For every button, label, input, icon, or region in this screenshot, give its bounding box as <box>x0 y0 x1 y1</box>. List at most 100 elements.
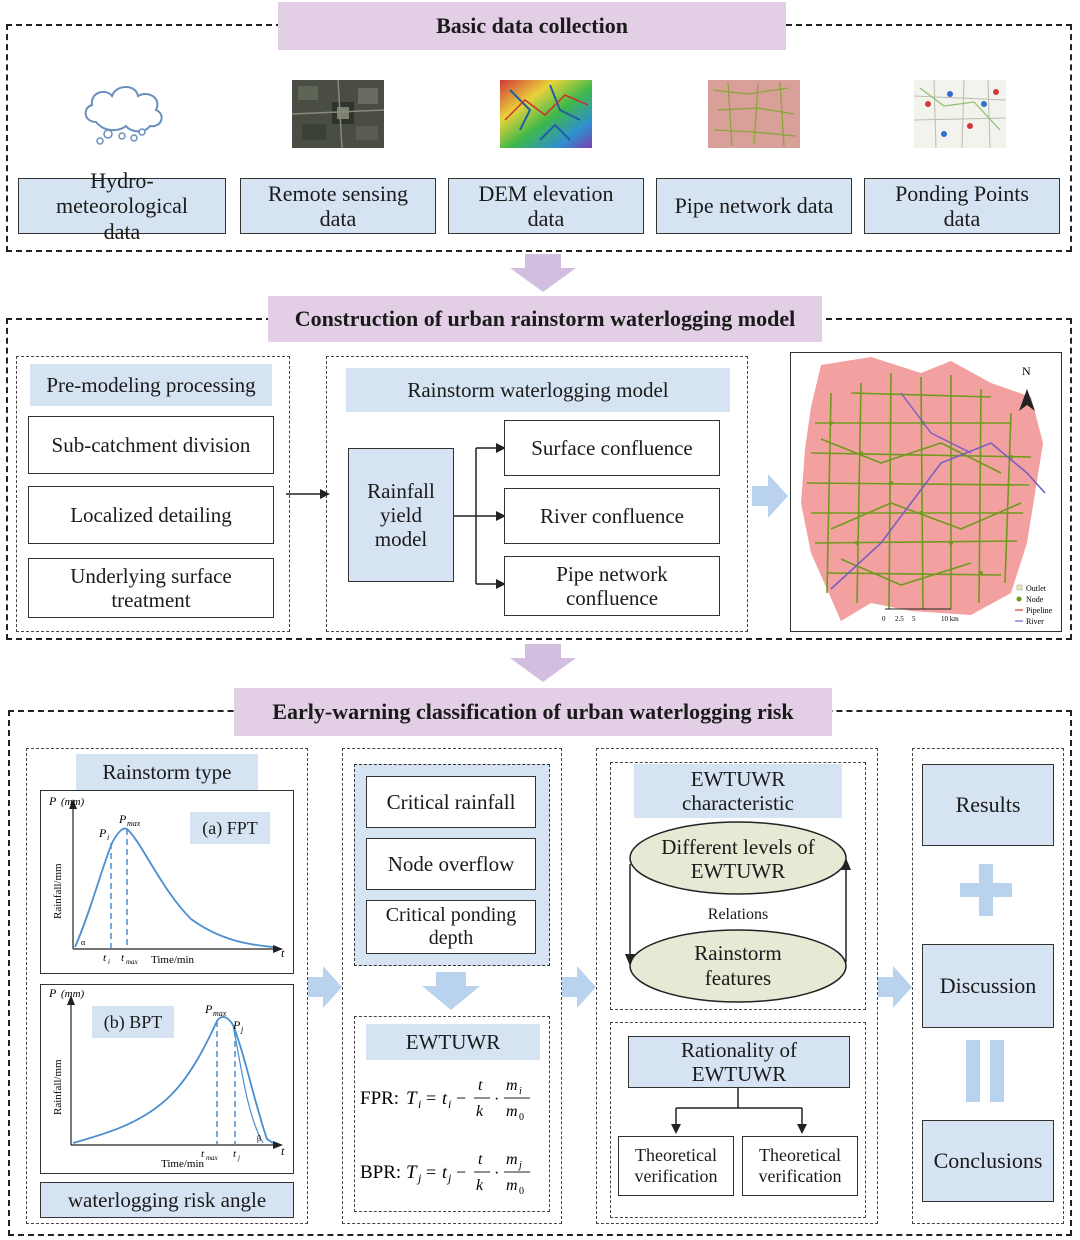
bpt-tj: t <box>233 1148 237 1160</box>
rainfall-yield-model: Rainfall yield model <box>348 448 454 582</box>
bpr-minus: − <box>456 1162 466 1182</box>
characteristic-cylinder <box>625 821 851 1003</box>
bpt-label: (b) BPT <box>92 1006 174 1038</box>
bpt-tmax: t <box>201 1148 205 1160</box>
characteristic-title: EWTUWR characteristic <box>634 764 842 818</box>
bpr-T-sub: j <box>416 1171 422 1185</box>
node-overflow: Node overflow <box>366 838 536 890</box>
rationality-title: Rationality of EWTUWR <box>628 1036 850 1088</box>
model-connectors <box>454 443 506 589</box>
rainstorm-type-group <box>26 748 308 1224</box>
bpr-num-m-sub: j <box>517 1160 522 1171</box>
north-label: N <box>1022 364 1031 378</box>
step-sub-catchment: Sub-catchment division <box>28 416 274 474</box>
pipe-network-confluence: Pipe network confluence <box>504 556 720 616</box>
bpt-t: t <box>281 1144 285 1158</box>
conclusions-box: Conclusions <box>922 1120 1054 1202</box>
fpr-T-sub: i <box>418 1097 421 1111</box>
bpr-den-k: k <box>476 1177 484 1194</box>
characteristic-outer-group <box>596 748 878 1224</box>
step-localized-detailing: Localized detailing <box>28 486 274 544</box>
bpr-num-m: m <box>506 1151 518 1168</box>
legend-outlet: Outlet <box>1026 584 1047 593</box>
fpt-p-unit: (mm) <box>61 796 85 808</box>
ewtuwr-formulas: FPR: T i = t i − t k · m i m 0 BPR: T j … <box>360 1077 530 1197</box>
equals-icon <box>966 1040 1004 1102</box>
arrow-down-2 <box>510 644 576 682</box>
fpr-dot: · <box>494 1091 499 1108</box>
bpr-eq: = <box>426 1162 436 1182</box>
fpt-tmax-sub: max <box>126 958 139 966</box>
pre-modeling-title: Pre-modeling processing <box>30 364 272 406</box>
rainstorm-features: Rainstorm features <box>694 940 782 990</box>
characteristic-group <box>610 762 866 1010</box>
section-title-model-construction: Construction of urban rainstorm waterlog… <box>268 296 822 342</box>
theoretical-verification-right: Theoretical verification <box>742 1136 858 1196</box>
satellite-image-icon <box>292 80 384 148</box>
scale-tick-0: 0 <box>882 615 886 623</box>
fpr-num-t: t <box>478 1077 483 1094</box>
fpt-ylabel: Rainfall/mm <box>52 863 64 919</box>
fpr-num-m: m <box>506 1077 518 1094</box>
fpt-tmax: t <box>121 952 125 964</box>
fpr-T: T <box>406 1088 418 1109</box>
bpr-den-m: m <box>506 1177 518 1194</box>
different-levels-ewtuwr: Different levels of EWTUWR <box>661 834 815 883</box>
ewtuwr-title: EWTUWR <box>366 1024 540 1060</box>
bpt-xlabel: Time/min <box>161 1158 204 1170</box>
bpr-den-m-sub: 0 <box>519 1186 524 1197</box>
bpt-p-unit: (mm) <box>61 988 85 1000</box>
fpr-eq: = <box>426 1088 436 1108</box>
section-title-early-warning: Early-warning classification of urban wa… <box>234 688 832 736</box>
section-title-basic-data: Basic data collection <box>278 2 786 50</box>
arrow-right-pre-to-model <box>286 489 330 499</box>
arrow-right-model-to-map <box>752 474 788 518</box>
rationality-group <box>610 1022 866 1218</box>
scale-tick-1: 2.5 <box>895 615 904 623</box>
arrow-right-rainstorm <box>308 966 342 1008</box>
fpt-xlabel: Time/min <box>151 954 194 966</box>
river-confluence: River confluence <box>504 488 720 544</box>
bpt-peak: P <box>204 1002 213 1016</box>
data-item-dem-elevation: DEM elevation data <box>448 178 644 234</box>
scale-tick-3: 10 km <box>941 615 959 623</box>
waterlogging-risk-angle: waterlogging risk angle <box>40 1182 294 1218</box>
fpt-label: (a) FPT <box>190 812 270 844</box>
fpr-label: FPR: <box>360 1088 399 1109</box>
pipe-network-icon <box>708 80 800 148</box>
critical-ponding-depth: Critical ponding depth <box>366 900 536 954</box>
theoretical-verification-left: Theoretical verification <box>618 1136 734 1196</box>
rainstorm-model-group <box>326 356 748 632</box>
bpr-num-t: t <box>478 1151 483 1168</box>
fpt-t: t <box>281 946 285 960</box>
ewtuwr-formula-group <box>354 1016 550 1212</box>
rationality-connectors <box>671 1088 807 1134</box>
results-box: Results <box>922 764 1054 846</box>
bpr-label: BPR: <box>360 1162 401 1183</box>
fpr-minus: − <box>456 1088 466 1108</box>
arrow-right-critical <box>562 966 596 1008</box>
study-area-map: N Outlet Node Pipeline River 0 2.5 5 10 … <box>790 352 1062 632</box>
bpt-p-axis: P <box>48 986 57 1000</box>
critical-rainfall: Critical rainfall <box>366 776 536 828</box>
arrow-down-1 <box>510 254 576 292</box>
data-item-ponding-points: Ponding Points data <box>864 178 1060 234</box>
dem-elevation-icon <box>500 80 592 148</box>
legend-river: River <box>1026 617 1044 626</box>
fpr-den-m-sub: 0 <box>519 1112 524 1123</box>
ponding-points-icon <box>914 80 1006 148</box>
bpt-beta: β <box>257 1134 261 1143</box>
arrow-down-critical <box>422 972 480 1010</box>
bpt-peak-sub: max <box>213 1009 227 1018</box>
fpt-ti-sub: i <box>108 958 110 966</box>
arrow-right-characteristic <box>878 966 912 1008</box>
data-item-remote-sensing: Remote sensing data <box>240 178 436 234</box>
bpt-ylabel: Rainfall/mm <box>52 1059 64 1115</box>
fpr-den-m: m <box>506 1103 518 1120</box>
fpr-den-k: k <box>476 1103 484 1120</box>
bpt-pj: P <box>232 1018 241 1032</box>
fpt-pi: P <box>98 826 107 840</box>
fpt-p-axis: P <box>48 794 57 808</box>
critical-group <box>342 748 562 1224</box>
rainstorm-type-title: Rainstorm type <box>76 754 258 790</box>
